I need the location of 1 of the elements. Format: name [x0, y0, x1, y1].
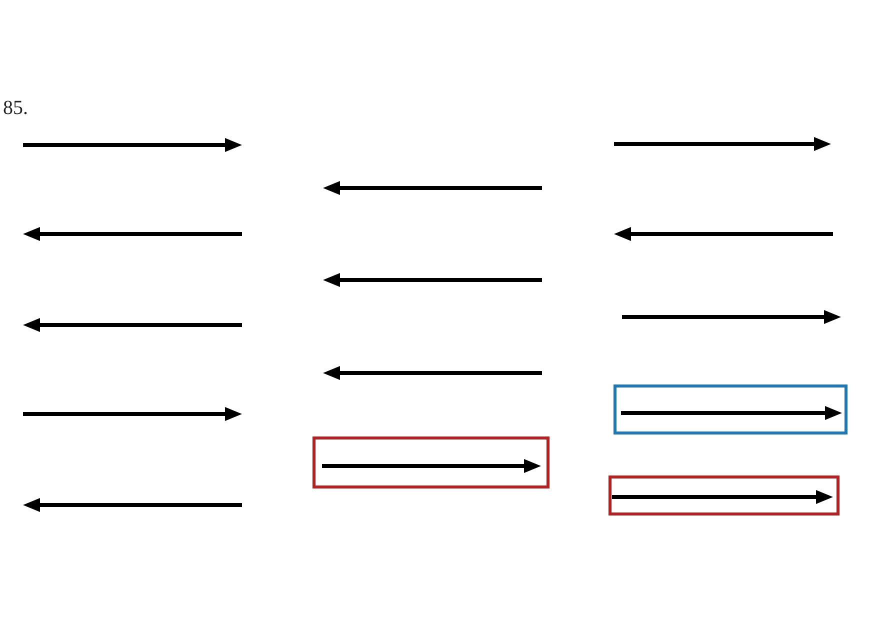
- exercise-number: 85.: [3, 97, 28, 120]
